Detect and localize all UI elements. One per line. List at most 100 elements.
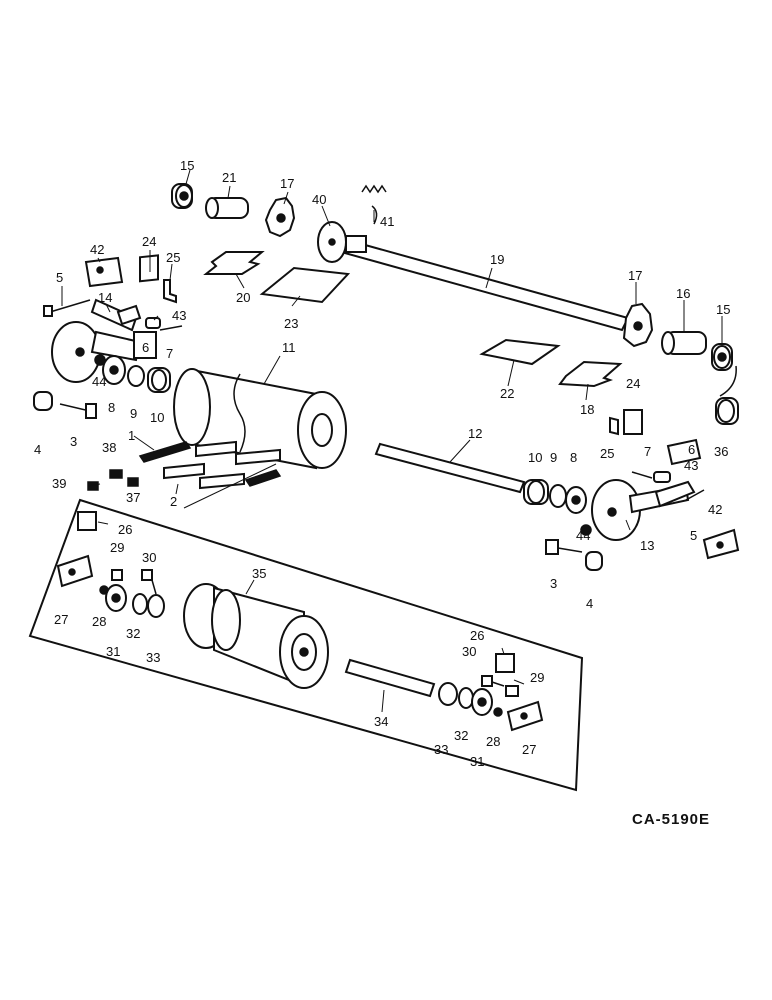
diagram-code: CA-5190E [632, 811, 710, 828]
bearing-part-31-right [471, 688, 493, 716]
clip-part-37 [127, 477, 139, 487]
callout-10-right: 10 [528, 450, 542, 465]
callout-28-left: 28 [92, 614, 106, 629]
callout-9-right: 9 [550, 450, 557, 465]
bolt-part-43-right [653, 471, 671, 483]
callout-6-left: 6 [142, 340, 149, 355]
callout-42-right: 42 [708, 502, 722, 517]
callout-28-right: 28 [486, 734, 500, 749]
bolt-part-30-right [481, 675, 505, 687]
bearing-part-31-left [105, 584, 127, 612]
callout-17-top: 17 [280, 176, 294, 191]
sprocket-part-17-left [264, 196, 296, 238]
callout-22: 22 [500, 386, 514, 401]
clip-part-38 [109, 469, 123, 479]
hub-part-16 [661, 331, 707, 355]
callout-9-left: 9 [130, 406, 137, 421]
callout-29-right: 29 [530, 670, 544, 685]
bearing-part-15-right [711, 343, 733, 371]
callout-17-right: 17 [628, 268, 642, 283]
callout-8-right: 8 [570, 450, 577, 465]
callout-43-left: 43 [172, 308, 186, 323]
callout-37: 37 [126, 490, 140, 505]
callout-7-right: 7 [644, 444, 651, 459]
bolt-part-5-right [685, 489, 705, 501]
plate-part-23 [259, 266, 351, 304]
callout-25-right: 25 [600, 446, 614, 461]
callout-31-left: 31 [106, 644, 120, 659]
bolt-part-43-left [145, 317, 161, 329]
bushing-part-4-left [33, 391, 53, 411]
plate-part-26-right [495, 653, 515, 673]
ring-part-32-left [132, 593, 148, 615]
callout-10-left: 10 [150, 410, 164, 425]
pulley-left [51, 321, 142, 383]
callout-44-right: 44 [576, 528, 590, 543]
bolt-part-30-left [141, 569, 157, 595]
callout-32-left: 32 [126, 626, 140, 641]
callout-27-right: 27 [522, 742, 536, 757]
callout-31-right: 31 [470, 754, 484, 769]
spring-part-41 [361, 184, 387, 225]
callout-20: 20 [236, 290, 250, 305]
nut-part-44-right [580, 524, 592, 536]
bolt-part-3-left [59, 403, 97, 419]
nut-part-28-right [493, 707, 503, 717]
callout-26-left: 26 [118, 522, 132, 537]
shaft-part-12 [374, 442, 526, 494]
bushing-part-4-right [585, 551, 603, 571]
bars-part-1-2 [138, 440, 282, 509]
bushing-part-10-right [523, 479, 549, 505]
shaft-part-34 [344, 658, 436, 698]
callout-4-left: 4 [34, 442, 41, 457]
callout-6-right: 6 [688, 442, 695, 457]
hub-part-21 [205, 197, 249, 219]
bracket-part-27-left [56, 554, 94, 588]
callout-5-right: 5 [690, 528, 697, 543]
callout-29-left: 29 [110, 540, 124, 555]
bolt-part-3-right [545, 539, 583, 555]
callout-2: 2 [170, 494, 177, 509]
callout-7-left: 7 [166, 346, 173, 361]
bolt-part-5-left [43, 299, 91, 317]
ring-part-9-left [127, 365, 145, 387]
bearing-part-15 [171, 183, 193, 209]
arm-part-14 [90, 298, 142, 332]
bolt-part-7-right [631, 471, 653, 479]
callout-23: 23 [284, 316, 298, 331]
callout-8-left: 8 [108, 400, 115, 415]
bracket-part-27-right [506, 700, 544, 732]
plate-part-26-left [77, 511, 97, 531]
callout-3-right: 3 [550, 576, 557, 591]
callout-13: 13 [640, 538, 654, 553]
callout-27-left: 27 [54, 612, 68, 627]
bolt-part-7-left [159, 325, 183, 331]
bushing-part-33-right [438, 682, 458, 706]
plate-part-18 [558, 360, 623, 388]
nut-part-44-left [94, 354, 106, 366]
bearing-part-8-right [565, 486, 587, 514]
plate-part-6-right [666, 438, 702, 466]
ring-part-9-right [549, 484, 567, 508]
callout-25-left: 25 [166, 250, 180, 265]
plate-part-24-left [139, 254, 159, 283]
pin-part-29-right [505, 685, 519, 697]
callout-4-right: 4 [586, 596, 593, 611]
callout-41: 41 [380, 214, 394, 229]
leader-lines [61, 169, 723, 713]
callout-14: 14 [98, 290, 112, 305]
callout-15-top: 15 [180, 158, 194, 173]
bushing-part-10-left [147, 367, 171, 393]
plate-part-22 [479, 338, 561, 366]
callout-43-right: 43 [684, 458, 698, 473]
shaft-part-19 [317, 221, 630, 332]
plate-part-24-right [623, 409, 643, 435]
callout-39: 39 [52, 476, 66, 491]
bracket-part-42-right [702, 528, 740, 560]
callout-11: 11 [282, 340, 296, 355]
callout-19: 19 [490, 252, 504, 267]
callout-35: 35 [252, 566, 266, 581]
callout-38: 38 [102, 440, 116, 455]
callout-33-right: 33 [434, 742, 448, 757]
